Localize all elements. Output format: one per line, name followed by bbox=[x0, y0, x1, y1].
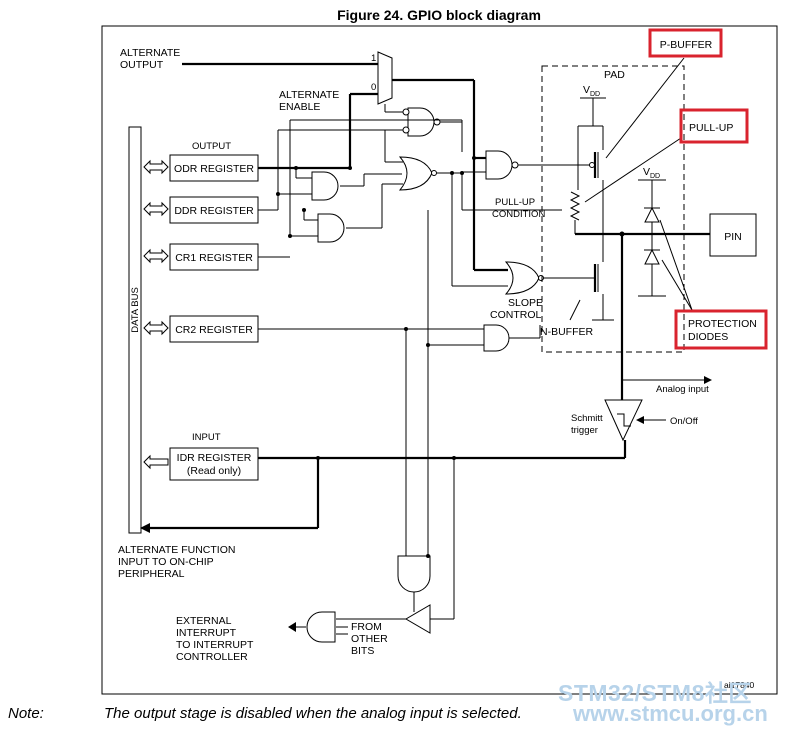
input-label: INPUT bbox=[192, 432, 221, 443]
p-buffer-callout bbox=[648, 28, 723, 58]
protection-label-2: DIODES bbox=[688, 331, 728, 343]
output-mux bbox=[377, 51, 393, 105]
diagram-frame bbox=[101, 25, 778, 695]
on-off-label: On/Off bbox=[670, 416, 698, 427]
protection-diodes-callout bbox=[674, 309, 768, 350]
ext-int-label-1: EXTERNAL bbox=[176, 615, 232, 627]
pull-up-label: PULL-UP bbox=[689, 122, 733, 134]
from-other-label-1: FROM bbox=[351, 621, 382, 633]
from-other-label-2: OTHER bbox=[351, 633, 388, 645]
data-bus-label: DATA BUS bbox=[130, 287, 141, 333]
pin-box bbox=[709, 213, 757, 257]
wiring bbox=[140, 78, 627, 635]
alternate-enable-label-1: ALTERNATE bbox=[279, 89, 339, 101]
ddr-register-label: DDR REGISTER bbox=[174, 205, 254, 217]
pull-up-condition-label-1: PULL-UP bbox=[495, 197, 535, 208]
slope-control-label-2: CONTROL bbox=[490, 309, 541, 321]
p-buffer-label: P-BUFFER bbox=[660, 39, 713, 51]
data-bus bbox=[128, 126, 142, 534]
alternate-enable-label-2: ENABLE bbox=[279, 101, 320, 113]
alt-func-label-2: INPUT TO ON-CHIP bbox=[118, 556, 214, 568]
pull-up-callout bbox=[679, 108, 749, 144]
vdd-sub-2: DD bbox=[650, 173, 660, 180]
schmitt-label-2: trigger bbox=[571, 425, 598, 436]
note-text: The output stage is disabled when the an… bbox=[104, 705, 522, 722]
pad-label: PAD bbox=[604, 69, 625, 81]
vdd-label-1: V bbox=[583, 84, 590, 96]
alt-func-label-3: PERIPHERAL bbox=[118, 568, 185, 580]
idr-register-sublabel: (Read only) bbox=[187, 465, 241, 477]
odr-register-label: ODR REGISTER bbox=[174, 163, 254, 175]
callout-lines bbox=[569, 57, 693, 321]
output-stage bbox=[569, 97, 712, 442]
watermark-line-2: www.stmcu.org.cn bbox=[573, 701, 768, 726]
pull-up-condition-label-2: CONDITION bbox=[492, 209, 545, 220]
protection-label-1: PROTECTION bbox=[688, 318, 757, 330]
ext-int-label-4: CONTROLLER bbox=[176, 651, 248, 663]
ext-int-label-2: INTERRUPT bbox=[176, 627, 237, 639]
analog-input-label: Analog input bbox=[656, 384, 709, 395]
idr-register-label: IDR REGISTER bbox=[177, 452, 252, 464]
cr1-register-label: CR1 REGISTER bbox=[175, 252, 253, 264]
vdd-label-2: V bbox=[643, 166, 650, 178]
schmitt-label-1: Schmitt bbox=[571, 413, 603, 424]
watermark-line-1: STM32/STM8社区 bbox=[558, 680, 752, 706]
mux-input-1: 1 bbox=[371, 53, 376, 64]
bus-arrows bbox=[143, 159, 169, 470]
slope-control-label-1: SLOPE bbox=[508, 297, 543, 309]
figure-ref: ai17840 bbox=[724, 680, 755, 690]
idr-register bbox=[169, 447, 259, 481]
alt-func-label-1: ALTERNATE FUNCTION bbox=[118, 544, 235, 556]
from-other-label-3: BITS bbox=[351, 645, 374, 657]
note-label: Note: bbox=[8, 705, 44, 722]
figure-title: Figure 24. GPIO block diagram bbox=[337, 7, 541, 23]
logic-gates bbox=[306, 107, 544, 643]
pin-label: PIN bbox=[724, 231, 742, 243]
output-label: OUTPUT bbox=[192, 141, 231, 152]
n-buffer-label: N-BUFFER bbox=[540, 326, 593, 338]
alternate-output-label-2: OUTPUT bbox=[120, 59, 164, 71]
mux-input-0: 0 bbox=[371, 82, 376, 93]
ext-int-label-3: TO INTERRUPT bbox=[176, 639, 254, 651]
vdd-sub-1: DD bbox=[590, 91, 600, 98]
alternate-output-label-1: ALTERNATE bbox=[120, 47, 180, 59]
pad-region bbox=[541, 65, 685, 353]
cr2-register-label: CR2 REGISTER bbox=[175, 324, 253, 336]
